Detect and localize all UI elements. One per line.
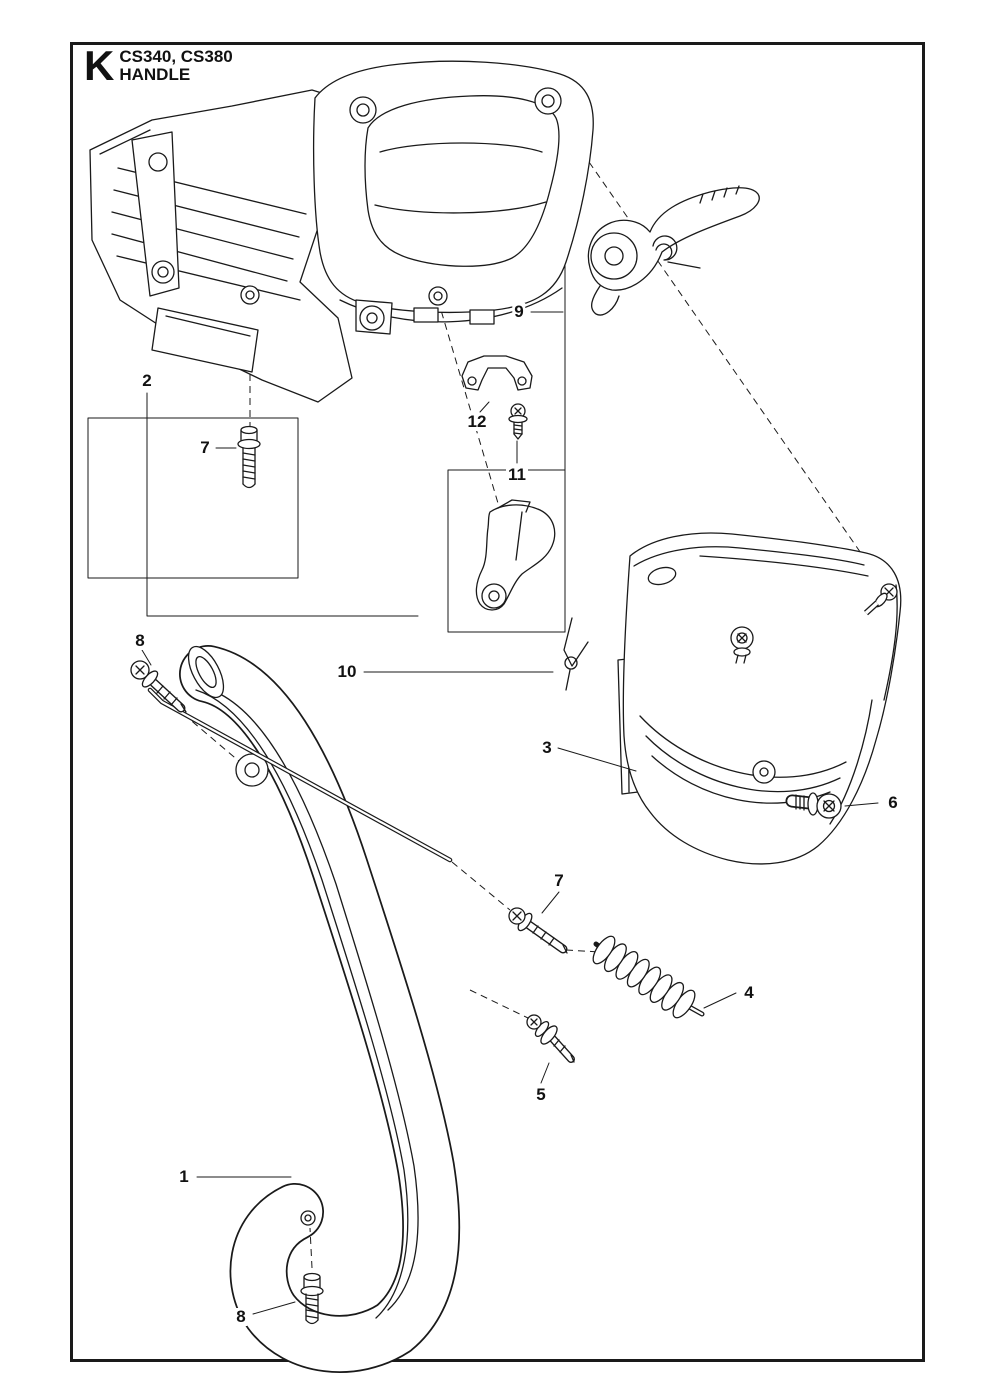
callout-4: 4: [742, 983, 756, 1002]
callout-10: 10: [335, 662, 359, 681]
screw-11-part: [508, 403, 528, 440]
callout-6: 6: [886, 793, 900, 812]
throttle-trigger-part: [587, 185, 760, 316]
diagram-title: HANDLE: [119, 65, 191, 84]
page-border: [70, 42, 925, 1362]
throttle-lockout-part: [475, 499, 556, 611]
throttle-rod-part: [147, 687, 453, 863]
callout-9: 9: [512, 302, 526, 321]
callout-11: 11: [506, 465, 528, 484]
front-handle-part: [179, 645, 461, 1373]
models-label: CS340, CS380: [119, 47, 233, 66]
callout-leader-lines: [141, 311, 879, 1315]
callout-7b: 7: [552, 871, 566, 890]
screw-7-top-part: [237, 425, 261, 489]
spring-4-part: [592, 935, 705, 1019]
callout-1: 1: [177, 1167, 191, 1186]
spring-wire-part: [563, 617, 589, 691]
callout-8a: 8: [133, 631, 147, 650]
page-header: K CS340, CS380 HANDLE: [84, 42, 233, 89]
screw-8-bottom-part: [300, 1272, 324, 1325]
callout-8b: 8: [234, 1307, 248, 1326]
clamp-part: [461, 355, 533, 391]
callout-2: 2: [140, 371, 154, 390]
screw-5-part: [526, 1014, 575, 1063]
screw-8-top-part: [130, 660, 187, 713]
handle-molding-part: [89, 89, 353, 403]
rear-handle-cover-part: [617, 532, 902, 865]
callout-5: 5: [534, 1085, 548, 1104]
callout-12: 12: [465, 412, 489, 431]
callout-7a: 7: [198, 438, 212, 457]
section-letter: K: [84, 42, 114, 89]
handle-cover-part: [312, 60, 594, 335]
screw-6-part: [785, 792, 842, 819]
callout-3: 3: [540, 738, 554, 757]
screw-7-mid-part: [508, 907, 568, 954]
